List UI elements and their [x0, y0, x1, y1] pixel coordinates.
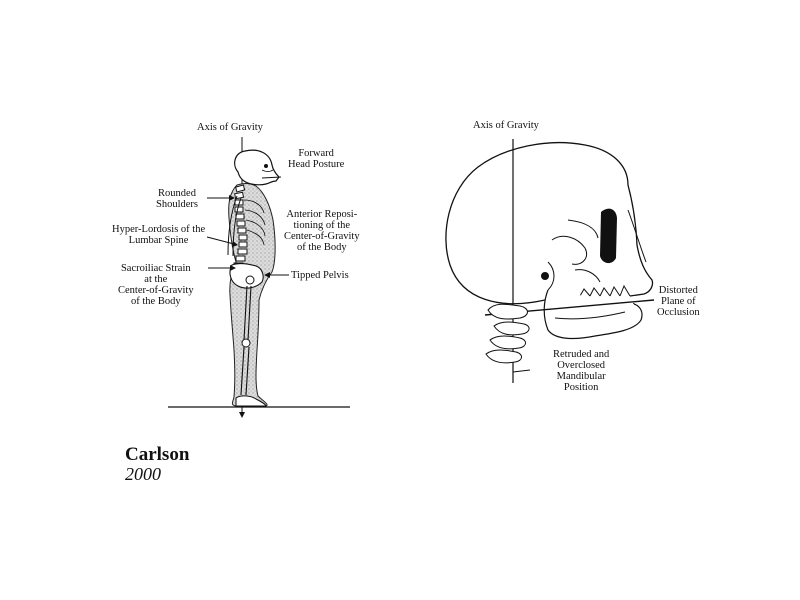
- cranium: [445, 142, 654, 305]
- axis-of-gravity-label-left: Axis of Gravity: [197, 122, 263, 133]
- posture-figure: [168, 137, 350, 418]
- axis-of-gravity-label-right: Axis of Gravity: [473, 120, 539, 131]
- axis-arrowhead: [239, 412, 245, 418]
- cervical-spine: [485, 303, 531, 373]
- label-hyper-lordosis: Hyper-Lordosis of the Lumbar Spine: [112, 224, 206, 246]
- skull: [234, 149, 280, 186]
- pelvis: [229, 262, 264, 289]
- label-anterior-repositioning: Anterior Reposi- tioning of the Center-o…: [284, 209, 360, 253]
- spine: [233, 184, 248, 269]
- skull-figure: [445, 139, 655, 383]
- label-sacroiliac-strain: Sacroiliac Strain at the Center-of-Gravi…: [118, 263, 194, 307]
- orbit: [600, 208, 617, 264]
- label-rounded-shoulders: Rounded Shoulders: [156, 188, 198, 210]
- label-tipped-pelvis: Tipped Pelvis: [291, 270, 349, 281]
- label-retruded-mandibular-position: Retruded and Overclosed Mandibular Posit…: [553, 349, 610, 393]
- label-arrows-left: [206, 195, 289, 278]
- mandible: [543, 289, 643, 340]
- label-distorted-plane-of-occlusion: Distorted Plane of Occlusion: [657, 285, 700, 318]
- label-forward-head-posture: Forward Head Posture: [288, 148, 345, 170]
- caption-year: 2000: [125, 464, 161, 484]
- caption-author: Carlson: [125, 444, 190, 465]
